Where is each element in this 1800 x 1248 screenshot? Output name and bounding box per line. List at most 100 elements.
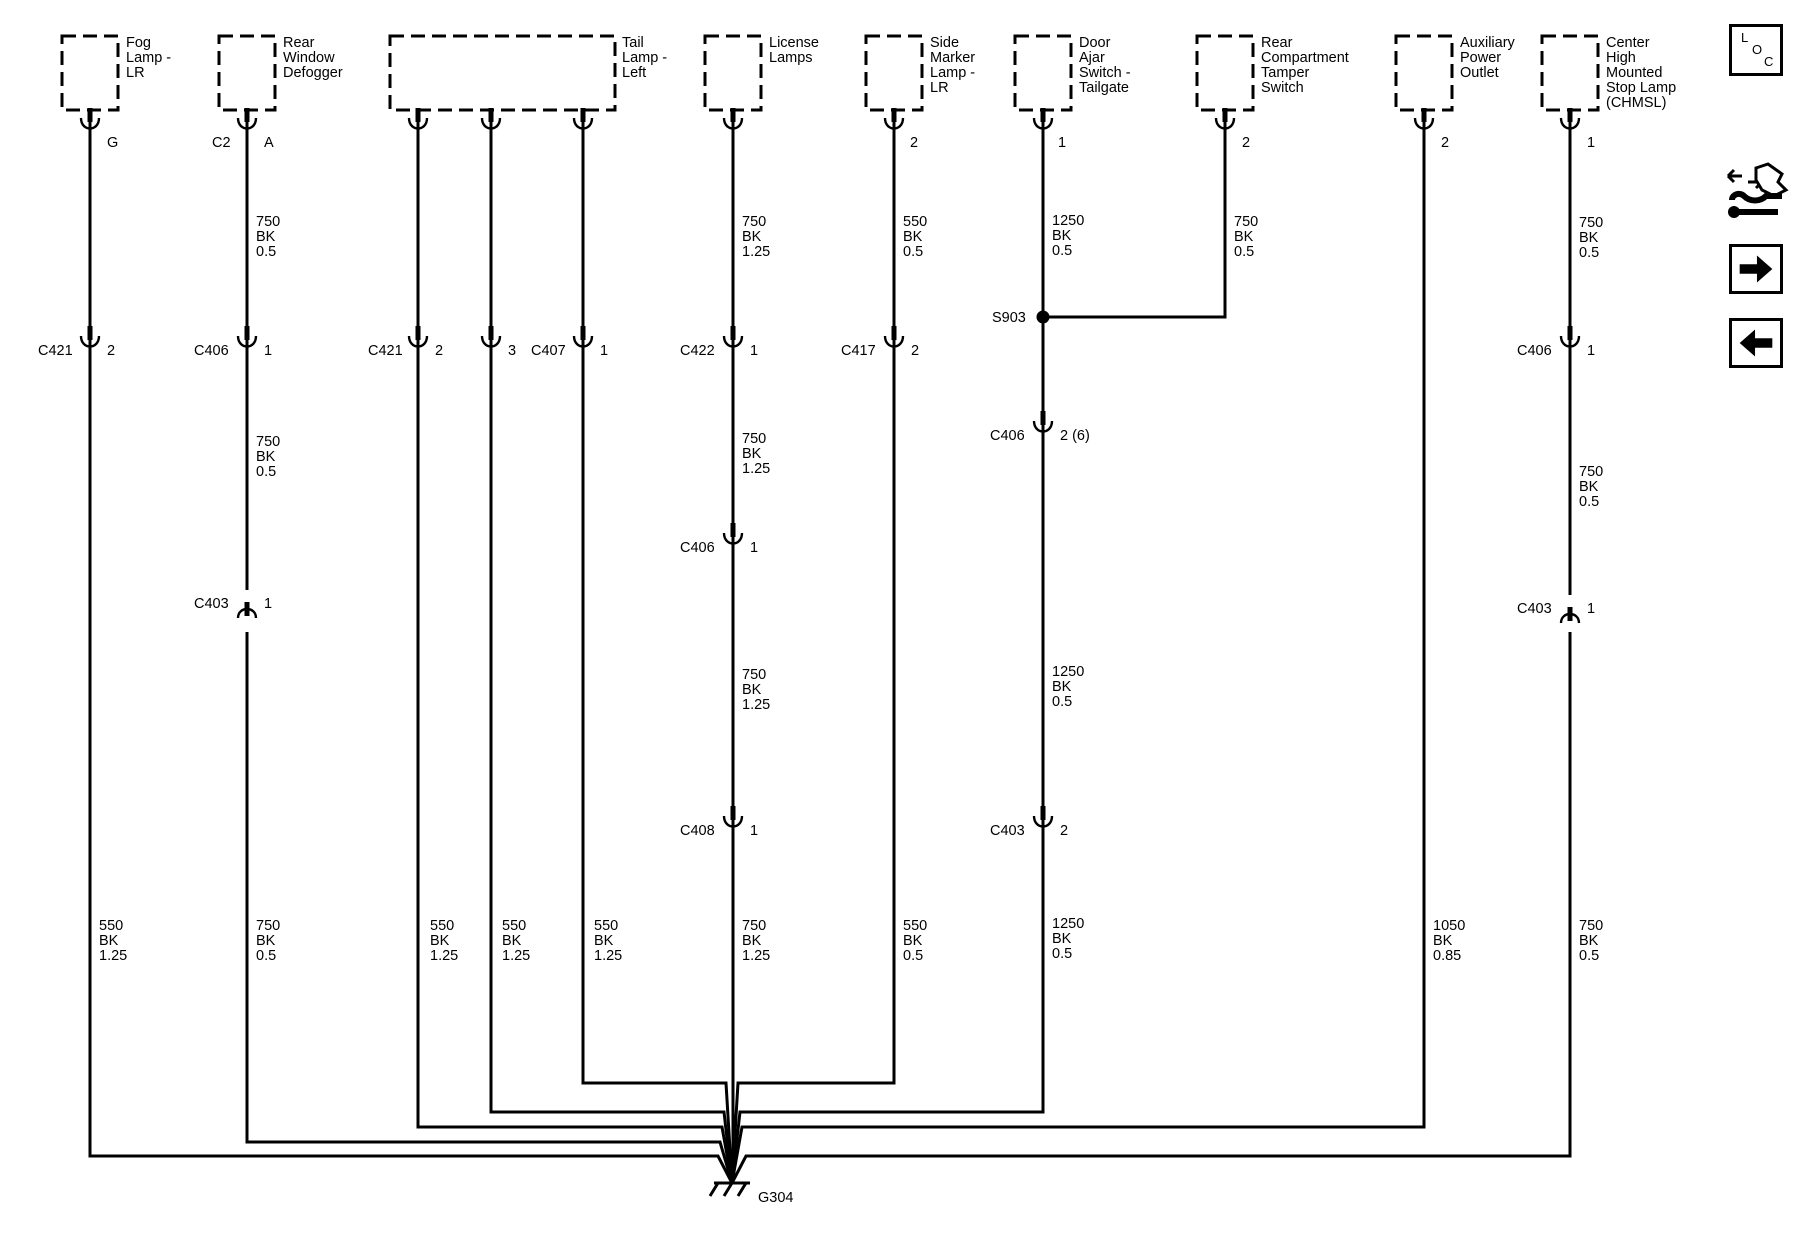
connector-side-c417 — [883, 335, 905, 348]
fog-pin-label: G — [107, 135, 118, 151]
component-connector-7-pin — [891, 108, 897, 122]
connector-door-c403 — [1032, 815, 1054, 828]
auxiliary-power-outlet-box — [1394, 34, 1454, 112]
connector-label-chmsl-c406: C406 — [1517, 343, 1552, 359]
wire-label-license-mid2-line-3: 1.25 — [742, 697, 770, 713]
wire-label-license-bottom-line-3: 1.25 — [742, 948, 770, 964]
connector-fog-c421 — [79, 335, 101, 348]
wire-label-chmsl-top-line-3: 0.5 — [1579, 245, 1599, 261]
connector-license-c406-pin — [730, 523, 736, 537]
tail-lamp-left-label-line-1: Tail — [622, 35, 644, 51]
previous-page-button[interactable] — [1729, 318, 1783, 368]
rear-window-defogger-label-line-3: Defogger — [283, 65, 343, 81]
ground-tick-2 — [722, 1182, 734, 1197]
connector-pin-label-defog-c403: 1 — [264, 596, 272, 612]
connector-pin-label-door-c406: 2 (6) — [1060, 428, 1090, 444]
wire-label-side-top-line-3: 0.5 — [903, 244, 923, 260]
fog-lamp-label-line-1: Fog — [126, 35, 151, 51]
connector-pin-label-tail-c407: 1 — [600, 343, 608, 359]
loc-letter-o: O — [1752, 42, 1763, 57]
rear-window-defogger-label-line-2: Window — [283, 50, 335, 66]
connector-label-license-c408: C408 — [680, 823, 715, 839]
wire-defog — [245, 120, 734, 1184]
wire-label-side-bottom-line-1: 550 — [903, 918, 927, 934]
wire-label-chmsl-mid-line-2: BK — [1579, 479, 1599, 495]
wire-label-license-mid1-line-3: 1.25 — [742, 461, 770, 477]
fog-lamp-label-line-3: LR — [126, 65, 145, 81]
connector-label-chmsl-c403: C403 — [1517, 601, 1552, 617]
tail-lamp-left-label-line-3: Left — [622, 65, 646, 81]
right-arrow-icon — [1739, 255, 1773, 283]
next-page-button[interactable] — [1729, 244, 1783, 294]
tail-lamp-left-label-line-2: Lamp - — [622, 50, 667, 66]
component-connector-2 — [236, 117, 258, 130]
wire-label-defog-top-line-2: BK — [256, 229, 276, 245]
rear-compartment-tamper-switch-label-line-3: Tamper — [1261, 65, 1310, 81]
side-marker-lamp-box — [864, 34, 924, 112]
component-connector-10-pin — [1421, 108, 1427, 122]
wire-label-door-mid-line-3: 0.5 — [1052, 694, 1072, 710]
connector-license-c408 — [722, 815, 744, 828]
wire-label-tail2-bottom-line-3: 1.25 — [502, 948, 530, 964]
connector-pin-label-tail-c421: 2 — [435, 343, 443, 359]
wire-label-tail3-bottom-line-2: BK — [594, 933, 614, 949]
harness-legend-icon[interactable] — [1722, 160, 1792, 230]
side-marker-lamp-label-line-3: Lamp - — [930, 65, 975, 81]
component-connector-10 — [1413, 117, 1435, 130]
connector-door-c406 — [1032, 420, 1054, 433]
component-connector-4-pin — [488, 108, 494, 122]
defog-connector-label: C2 — [212, 135, 231, 151]
connector-door-c403-pin — [1040, 806, 1046, 820]
fog-lamp-label-line-2: Lamp - — [126, 50, 171, 66]
connector-door-c406-pin — [1040, 411, 1046, 425]
wire-label-defog-mid-line-3: 0.5 — [256, 464, 276, 480]
connector-pin-label-fog-c421: 2 — [107, 343, 115, 359]
connector-chmsl-c406 — [1559, 335, 1581, 348]
wire-label-defog-mid-line-1: 750 — [256, 434, 280, 450]
connector-license-c408-pin — [730, 806, 736, 820]
wire-label-license-mid2-line-2: BK — [742, 682, 762, 698]
wire-door-ajar — [730, 120, 1045, 1184]
component-connector-9 — [1214, 117, 1236, 130]
side-marker-lamp-label-line-2: Marker — [930, 50, 975, 66]
wire-label-license-mid2-line-1: 750 — [742, 667, 766, 683]
component-connector-8-pin — [1040, 108, 1046, 122]
wire-tail-2 — [489, 120, 734, 1184]
wire-label-license-bottom-line-1: 750 — [742, 918, 766, 934]
auxiliary-power-outlet-label-line-3: Outlet — [1460, 65, 1499, 81]
door-ajar-pin-label: 1 — [1058, 135, 1066, 151]
defog-pin-label: A — [264, 135, 274, 151]
connector-label-side-c417: C417 — [841, 343, 876, 359]
component-connector-3 — [407, 117, 429, 130]
wire-label-aux-bottom-line-1: 1050 — [1433, 918, 1465, 934]
auxiliary-power-outlet-label-line-1: Auxiliary — [1460, 35, 1516, 51]
connector-label-license-c422: C422 — [680, 343, 715, 359]
side-marker-lamp-label-line-1: Side — [930, 35, 959, 51]
component-connector-5 — [572, 117, 594, 130]
connector-pin-label-chmsl-c406: 1 — [1587, 343, 1595, 359]
connector-pin-label-chmsl-c403: 1 — [1587, 601, 1595, 617]
chmsl-label-line-5: (CHMSL) — [1606, 95, 1666, 111]
connector-label-defog-c406: C406 — [194, 343, 229, 359]
component-connector-4 — [480, 117, 502, 130]
wire-label-side-bottom-line-2: BK — [903, 933, 923, 949]
connector-pin-label-license-c422: 1 — [750, 343, 758, 359]
component-connector-1 — [79, 117, 101, 130]
component-locator-button[interactable]: L O C — [1729, 24, 1783, 76]
chmsl-label-line-3: Mounted — [1606, 65, 1662, 81]
connector-tail-c421-pin — [415, 326, 421, 340]
rear-compartment-pin-label: 2 — [1242, 135, 1250, 151]
wire-label-aux-bottom-line-3: 0.85 — [1433, 948, 1461, 964]
rear-window-defogger-label-line-1: Rear — [283, 35, 315, 51]
rear-compartment-tamper-switch-label-line-4: Switch — [1261, 80, 1304, 96]
chmsl-label-line-4: Stop Lamp — [1606, 80, 1676, 96]
connector-license-c422 — [722, 335, 744, 348]
wire-side-marker — [730, 120, 896, 1184]
connector-pin-label-door-c403: 2 — [1060, 823, 1068, 839]
component-connector-7 — [883, 117, 905, 130]
aux-power-pin-label: 2 — [1441, 135, 1449, 151]
wire-label-license-top-line-2: BK — [742, 229, 762, 245]
wire-rear-compartment — [1043, 120, 1227, 319]
connector-tail-c407-pin — [580, 326, 586, 340]
